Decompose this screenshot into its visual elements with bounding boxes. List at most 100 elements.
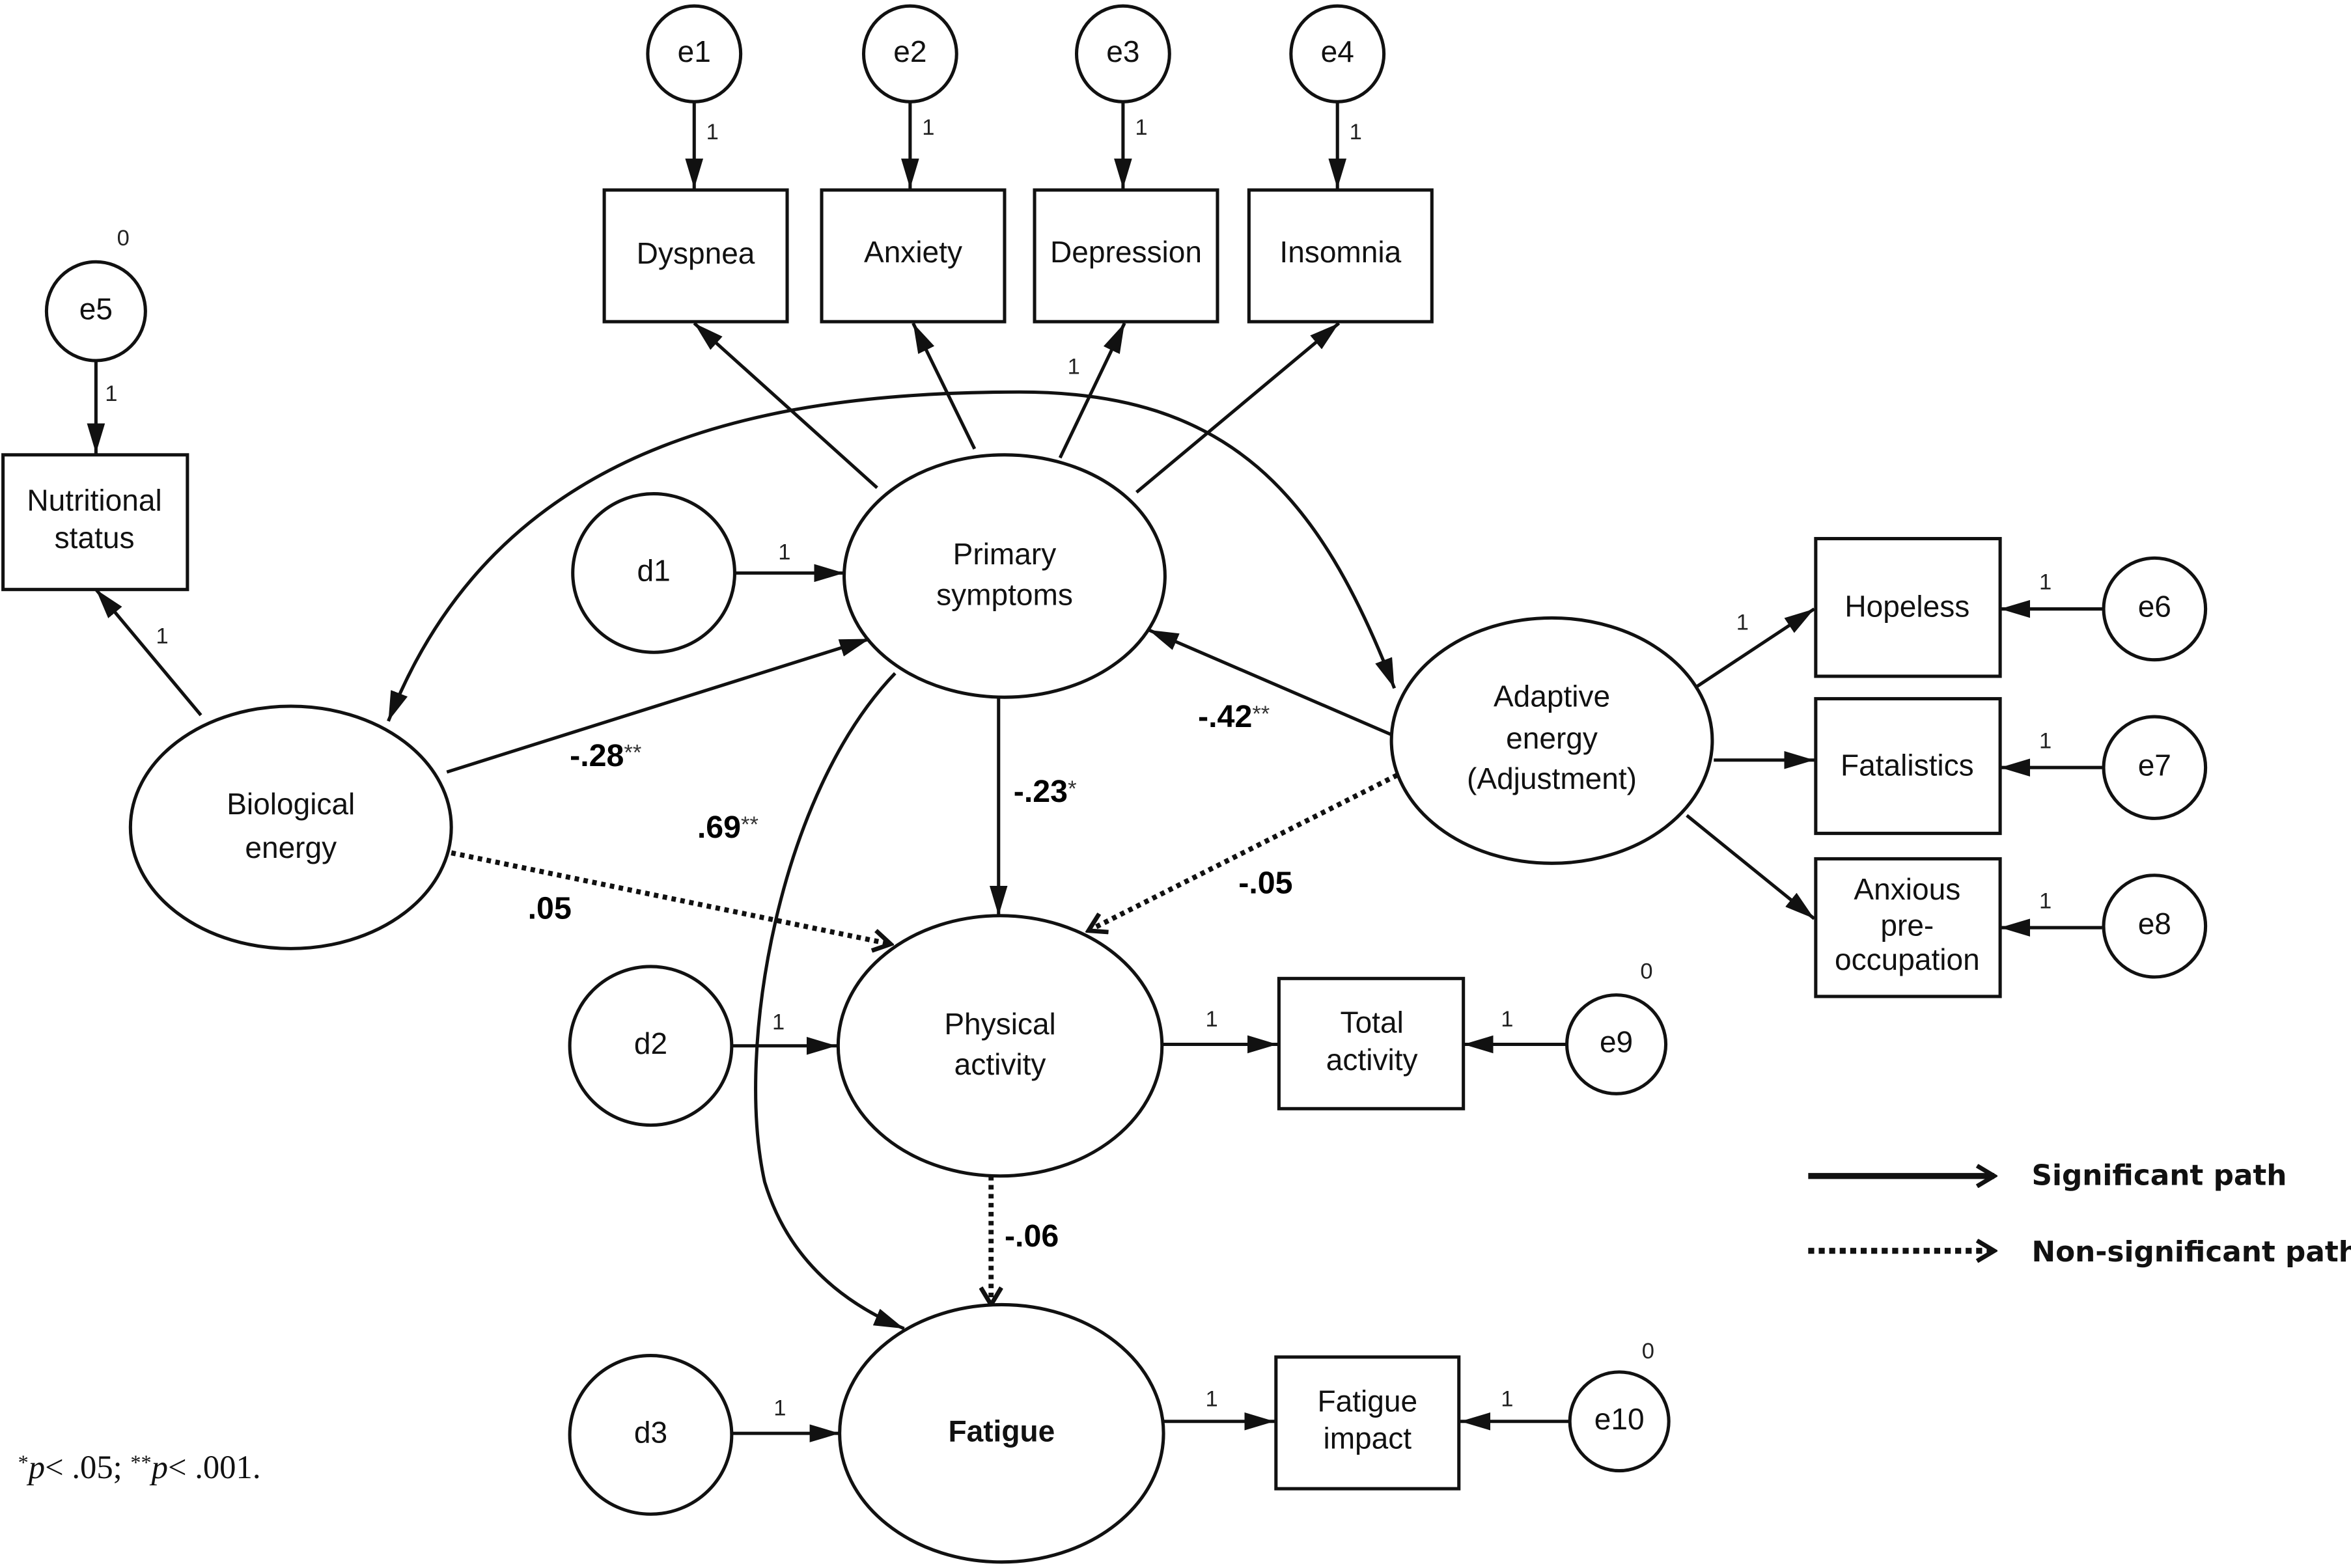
loading-label: 1 [1206,1007,1218,1032]
node-anxious-preoccupation[interactable]: Anxious pre- occupation [1814,857,2002,998]
node-e6[interactable]: e6 [2102,556,2208,662]
edge-primary-depression [1058,322,1126,459]
loading-label: 1 [1501,1007,1513,1032]
node-label: Biological [227,787,355,821]
nodes: e1 e2 e3 e4 Dyspnea Anxiety Depression I… [1,4,2208,1564]
node-label: Hopeless [1844,590,1969,624]
node-nutritional[interactable]: Nutritional status [1,453,189,592]
loading-label: 1 [1350,120,1362,144]
node-label: e9 [1600,1025,1633,1059]
node-label: (Adjustment) [1467,762,1637,795]
loading-label: 1 [2039,888,2052,913]
node-label: Dyspnea [637,236,755,270]
node-label: Primary [953,537,1057,571]
node-e2[interactable]: e2 [861,4,958,103]
loading-label: 1 [773,1396,786,1421]
node-e1[interactable]: e1 [646,4,743,103]
node-e9[interactable]: e9 [1565,993,1668,1095]
node-e3[interactable]: e3 [1074,4,1171,103]
edge-primary-dyspnea [693,322,878,489]
edge-primary-anxiety [911,322,977,450]
node-label: Physical [944,1007,1055,1041]
variance-notes: 0 0 0 [117,226,1654,1364]
loading-label: 1 [1206,1387,1218,1412]
coef-adaptive-physical: -.05 [1238,865,1292,900]
variance-e10: 0 [1642,1339,1654,1364]
legend: Significant path Non-significant path [1808,1159,2351,1269]
node-e7[interactable]: e7 [2102,715,2208,820]
edge-adaptive-anxious [1686,814,1816,920]
coef-biological-physical: .05 [528,890,572,926]
node-label: Fatigue [1317,1384,1417,1418]
loading-label: 1 [105,381,117,406]
node-label: Total [1341,1006,1404,1039]
significance-footnote: *p< .05; **p< .001. [18,1449,261,1485]
node-label: e3 [1106,34,1139,68]
node-fatigue-impact[interactable]: Fatigue impact [1274,1355,1461,1491]
node-hopeless[interactable]: Hopeless [1814,536,2002,678]
node-label: Anxiety [864,235,962,269]
loading-label: 1 [922,115,934,140]
loading-label: 1 [156,624,169,648]
node-primary-symptoms[interactable]: Primary symptoms [842,453,1167,699]
loading-label: 1 [1068,355,1080,379]
node-depression[interactable]: Depression [1033,188,1219,323]
node-label: Fatigue [949,1414,1055,1448]
node-label: pre- [1880,908,1934,942]
node-total-activity[interactable]: Total activity [1277,976,1466,1110]
node-adaptive-energy[interactable]: Adaptive energy (Adjustment) [1389,616,1714,865]
loading-label: 1 [2039,570,2052,595]
edge-primary-insomnia [1135,322,1341,494]
node-label: e1 [678,34,711,68]
path-coefficients: -.28** -.42** -.23* .69** .05 -.05 -.06 [528,699,1293,1254]
loading-label: 1 [772,1010,785,1035]
loading-label: 1 [1135,115,1147,140]
edge-biological-nutritional [94,588,202,717]
node-insomnia[interactable]: Insomnia [1247,188,1434,323]
legend-significant-label: Significant path [2031,1159,2287,1192]
legend-non-significant-label: Non-significant path [2031,1235,2351,1269]
node-e5[interactable]: e5 [44,260,147,363]
coef-primary-fatigue: .69** [697,810,758,845]
node-label: e4 [1321,34,1354,68]
node-label: d1 [637,554,670,588]
node-dyspnea[interactable]: Dyspnea [602,188,789,323]
node-label: d3 [634,1416,667,1450]
fixed-loading-labels: 1 1 1 1 1 1 1 1 1 1 1 1 1 1 1 1 1 1 [105,115,2052,1421]
node-d3[interactable]: d3 [568,1354,734,1516]
loading-label: 1 [778,540,790,565]
node-e8[interactable]: e8 [2102,873,2208,979]
edge-adaptive-hopeless [1693,607,1815,690]
node-label: status [55,521,135,555]
node-d1[interactable]: d1 [571,492,736,654]
edge-biological-physical [451,850,891,944]
node-label: activity [954,1047,1046,1081]
node-label: e10 [1594,1402,1645,1436]
node-label: e8 [2138,907,2171,941]
edge-adaptive-primary [1148,628,1393,736]
coef-physical-fatigue: -.06 [1005,1218,1059,1254]
node-label: e6 [2138,590,2171,624]
node-anxiety[interactable]: Anxiety [820,188,1007,323]
node-label: d2 [634,1026,667,1060]
node-fatalistics[interactable]: Fatalistics [1814,696,2002,835]
node-label: Nutritional [27,484,161,517]
edges [87,102,2102,1442]
node-label: occupation [1835,942,1980,976]
node-label: Fatalistics [1841,748,1974,782]
edge-biological-primary [446,637,870,774]
node-label: e5 [79,292,113,325]
node-e10[interactable]: e10 [1568,1370,1671,1473]
node-label: symptoms [936,577,1073,611]
node-d2[interactable]: d2 [568,965,734,1127]
node-fatigue[interactable]: Fatigue [838,1302,1165,1564]
node-e4[interactable]: e4 [1289,4,1386,103]
node-biological-energy[interactable]: Biological energy [128,704,453,950]
loading-label: 1 [1501,1387,1513,1412]
node-physical-activity[interactable]: Physical activity [836,914,1164,1178]
loading-label: 1 [1736,611,1749,635]
coef-primary-physical: -.23* [1014,774,1077,809]
edge-primary-fatigue [754,672,905,1330]
node-label: e2 [893,34,926,68]
